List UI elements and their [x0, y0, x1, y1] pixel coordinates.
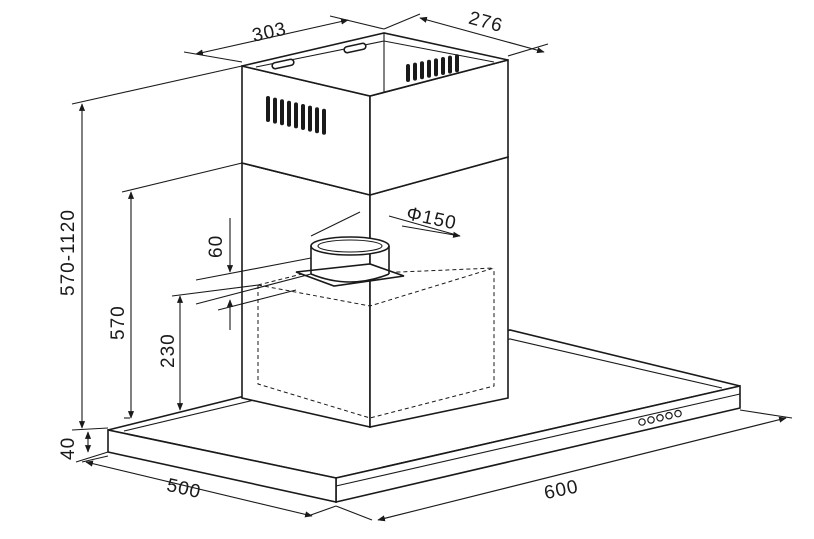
vent-slot — [455, 54, 459, 73]
dim-canopy-thickness: 40 — [58, 437, 79, 460]
control-button — [647, 416, 655, 424]
duct-outlet — [295, 236, 405, 287]
vent-slot — [287, 100, 291, 127]
vent-slot — [280, 99, 284, 126]
vent-slot — [273, 97, 277, 124]
vent-slot — [294, 102, 298, 129]
vent-slot — [448, 55, 452, 74]
vent-slot — [441, 57, 445, 75]
control-button — [656, 413, 664, 422]
dim-chimney-width: 303 — [250, 18, 289, 46]
vent-slot — [427, 59, 431, 78]
dim-inner-height: 570 — [108, 305, 129, 340]
control-button — [665, 411, 673, 420]
dim-canopy-width: 600 — [542, 476, 580, 504]
dim-box-height: 230 — [158, 333, 179, 368]
dim-outlet-offset: 60 — [206, 235, 227, 258]
dimension-lines — [71, 13, 793, 522]
control-button — [674, 409, 682, 418]
vent-slot — [266, 96, 270, 122]
vent-slot — [406, 64, 410, 82]
vent-slot — [420, 61, 424, 80]
vent-slot — [315, 107, 319, 134]
dim-canopy-depth: 500 — [165, 475, 204, 503]
vent-slot — [301, 104, 305, 130]
vent-slot — [322, 108, 326, 135]
vent-slot — [413, 62, 417, 81]
hood-body — [241, 155, 509, 429]
dim-total-height: 570-1120 — [58, 209, 79, 296]
control-button — [638, 418, 646, 426]
vent-slot — [434, 58, 438, 77]
vent-slot — [308, 105, 312, 132]
